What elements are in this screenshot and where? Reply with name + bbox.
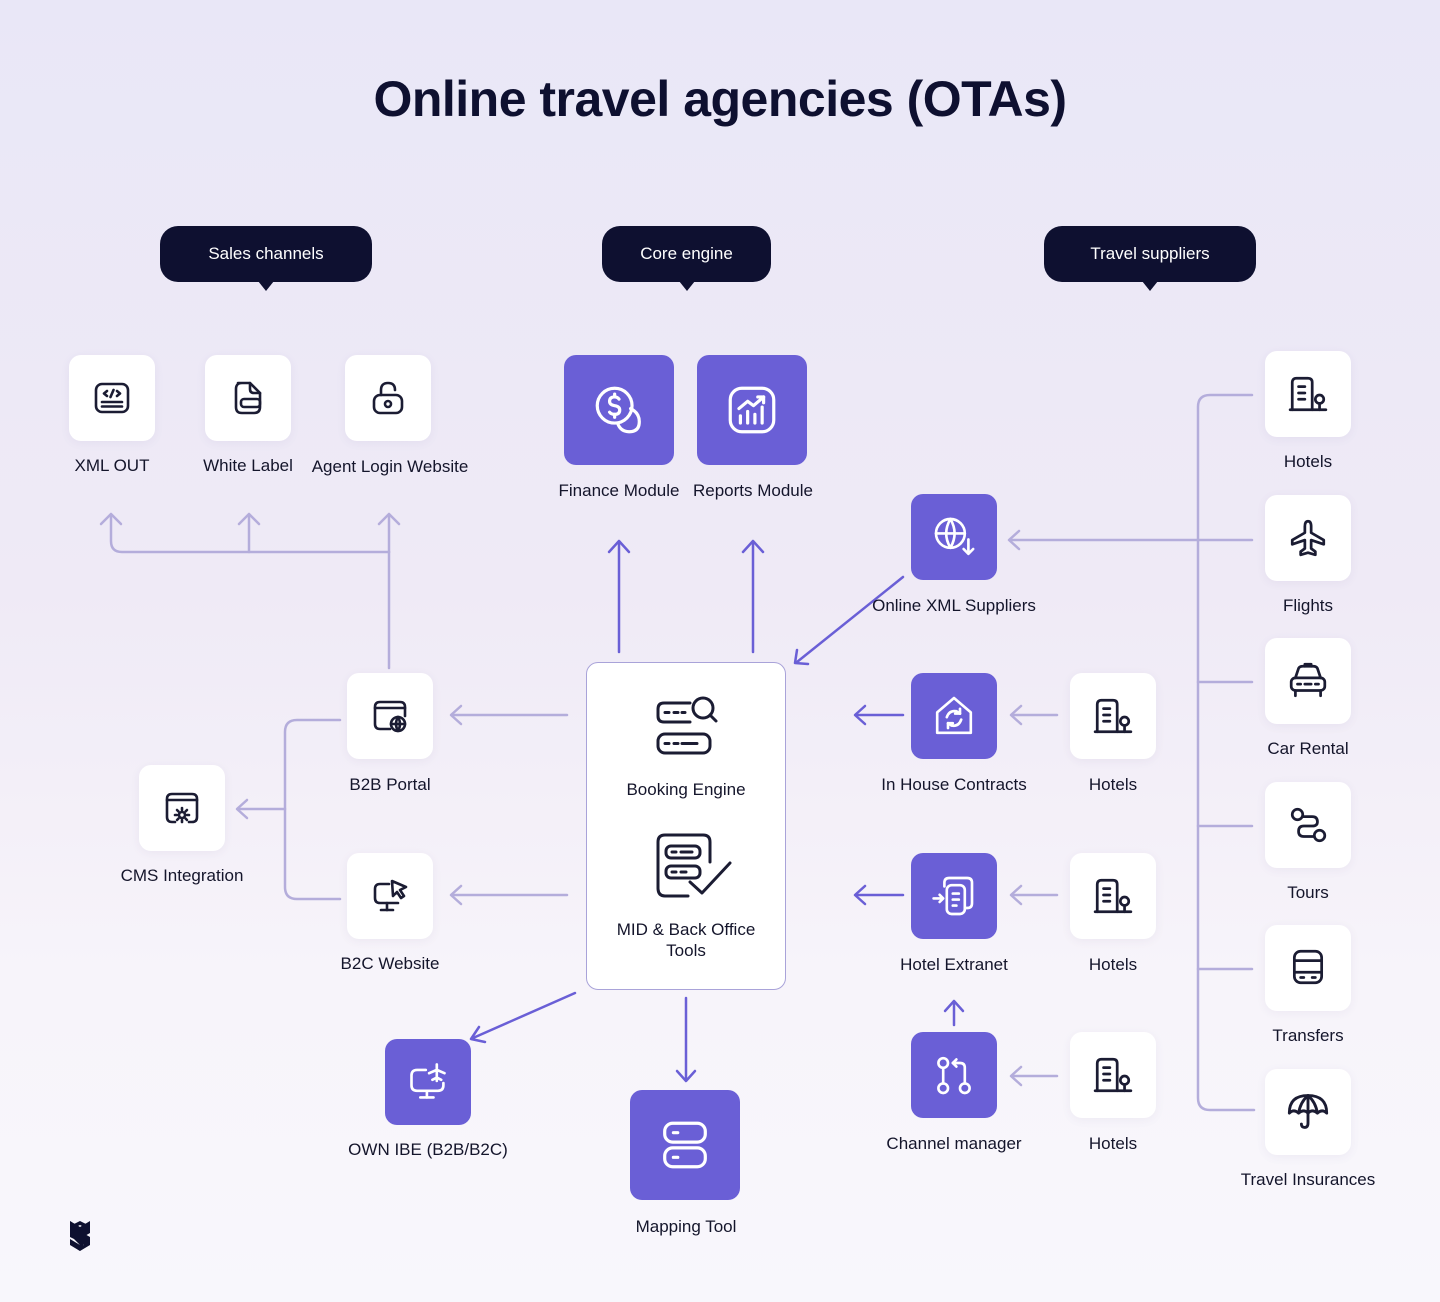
core-engine-box <box>586 662 786 990</box>
car-icon <box>1289 662 1327 698</box>
plane-icon <box>1290 519 1326 557</box>
building-icon <box>1093 698 1133 734</box>
xml-out-tile[interactable] <box>69 355 155 441</box>
white-label-tile[interactable] <box>205 355 291 441</box>
booking-engine-label: Booking Engine <box>626 780 746 799</box>
hotels-source-2-tile[interactable] <box>1070 853 1156 939</box>
monitor-cursor-icon <box>373 879 408 912</box>
git-pull-icon <box>937 1056 971 1095</box>
page-title: Online travel agencies (OTAs) <box>373 71 1067 127</box>
server-icon <box>663 1121 707 1169</box>
bus-icon <box>1292 949 1324 985</box>
b2c-website-label: B2C Website <box>340 954 440 973</box>
code-window-icon <box>94 382 130 414</box>
hotels-source-1-tile[interactable] <box>1070 673 1156 759</box>
building-icon <box>1093 878 1133 914</box>
b2c-website-tile[interactable] <box>347 853 433 939</box>
browser-globe-icon <box>373 700 407 733</box>
route-icon <box>1290 807 1327 843</box>
supplier-travel-insurances-tile[interactable] <box>1265 1069 1351 1155</box>
umbrella-icon <box>1287 1094 1329 1129</box>
supplier-transfers-tile[interactable] <box>1265 925 1351 1011</box>
own-ibe-tile[interactable] <box>385 1039 471 1125</box>
reports-module-label: Reports Module <box>692 481 813 500</box>
mid-back-office-icon-wrap <box>652 830 734 907</box>
hotels-source-3-tile[interactable] <box>1070 1032 1156 1118</box>
building-icon <box>1288 376 1328 412</box>
supplier-tours-tile[interactable] <box>1265 782 1351 868</box>
sales-channels-header: Sales channels <box>160 226 372 291</box>
b2b-portal-tile[interactable] <box>347 673 433 759</box>
hotels-source-1-label: Hotels <box>1088 775 1138 794</box>
doc-transfer-icon <box>932 876 974 916</box>
booking-engine-icon-wrap <box>652 688 720 765</box>
reports-module-tile[interactable] <box>697 355 807 465</box>
supplier-flights-label: Flights <box>1282 596 1334 615</box>
supplier-travel-insurances-label: Travel Insurances <box>1240 1170 1376 1189</box>
mapping-tool-tile[interactable] <box>630 1090 740 1200</box>
hotel-extranet-label: Hotel Extranet <box>900 955 1008 974</box>
mapping-tool-label: Mapping Tool <box>635 1217 737 1236</box>
search-toggle-icon <box>656 696 718 755</box>
supplier-car-rental-tile[interactable] <box>1265 638 1351 724</box>
supplier-transfers-label: Transfers <box>1272 1026 1344 1045</box>
brand-logo <box>66 1219 94 1258</box>
cms-integration-tile[interactable] <box>139 765 225 851</box>
agent-login-tile[interactable] <box>345 355 431 441</box>
finance-module-tile[interactable] <box>564 355 674 465</box>
in-house-contracts-tile[interactable] <box>911 673 997 759</box>
b2b-portal-label: B2B Portal <box>349 775 431 794</box>
in-house-contracts-label: In House Contracts <box>881 775 1027 794</box>
cms-integration-label: CMS Integration <box>120 866 244 885</box>
monitor-plane-icon <box>410 1063 446 1099</box>
online-xml-suppliers-tile[interactable] <box>911 494 997 580</box>
own-ibe-label: OWN IBE (B2B/B2C) <box>348 1140 508 1159</box>
browser-gear-icon <box>165 792 199 824</box>
hotels-source-3-label: Hotels <box>1088 1134 1138 1153</box>
finance-module-label: Finance Module <box>558 481 680 500</box>
lock-icon <box>372 381 404 415</box>
white-label-label: White Label <box>203 456 293 475</box>
online-xml-suppliers-label: Online XML Suppliers <box>872 596 1036 615</box>
house-refresh-icon <box>935 696 973 735</box>
supplier-hotels-tile[interactable] <box>1265 351 1351 437</box>
travel-suppliers-header: Travel suppliers <box>1044 226 1256 291</box>
agent-login-label: Agent Login Website <box>311 457 469 476</box>
building-icon <box>1093 1057 1133 1093</box>
xml-out-label: XML OUT <box>74 456 150 475</box>
channel-manager-label: Channel manager <box>886 1134 1022 1153</box>
hotels-source-2-label: Hotels <box>1088 955 1138 974</box>
supplier-hotels-label: Hotels <box>1283 452 1333 471</box>
document-icon <box>234 381 262 415</box>
core-engine-header: Core engine <box>602 226 771 291</box>
channel-manager-tile[interactable] <box>911 1032 997 1118</box>
supplier-car-rental-label: Car Rental <box>1267 739 1349 758</box>
hotel-extranet-tile[interactable] <box>911 853 997 939</box>
dollar-coins-icon <box>595 386 641 434</box>
mid-back-office-label: MID & Back Office Tools <box>616 920 756 960</box>
server-check-icon <box>656 833 732 898</box>
brand-logo-icon <box>70 1221 90 1251</box>
supplier-tours-label: Tours <box>1287 883 1329 902</box>
supplier-flights-tile[interactable] <box>1265 495 1351 581</box>
globe-download-icon <box>934 517 975 556</box>
trend-chart-icon <box>728 386 776 434</box>
